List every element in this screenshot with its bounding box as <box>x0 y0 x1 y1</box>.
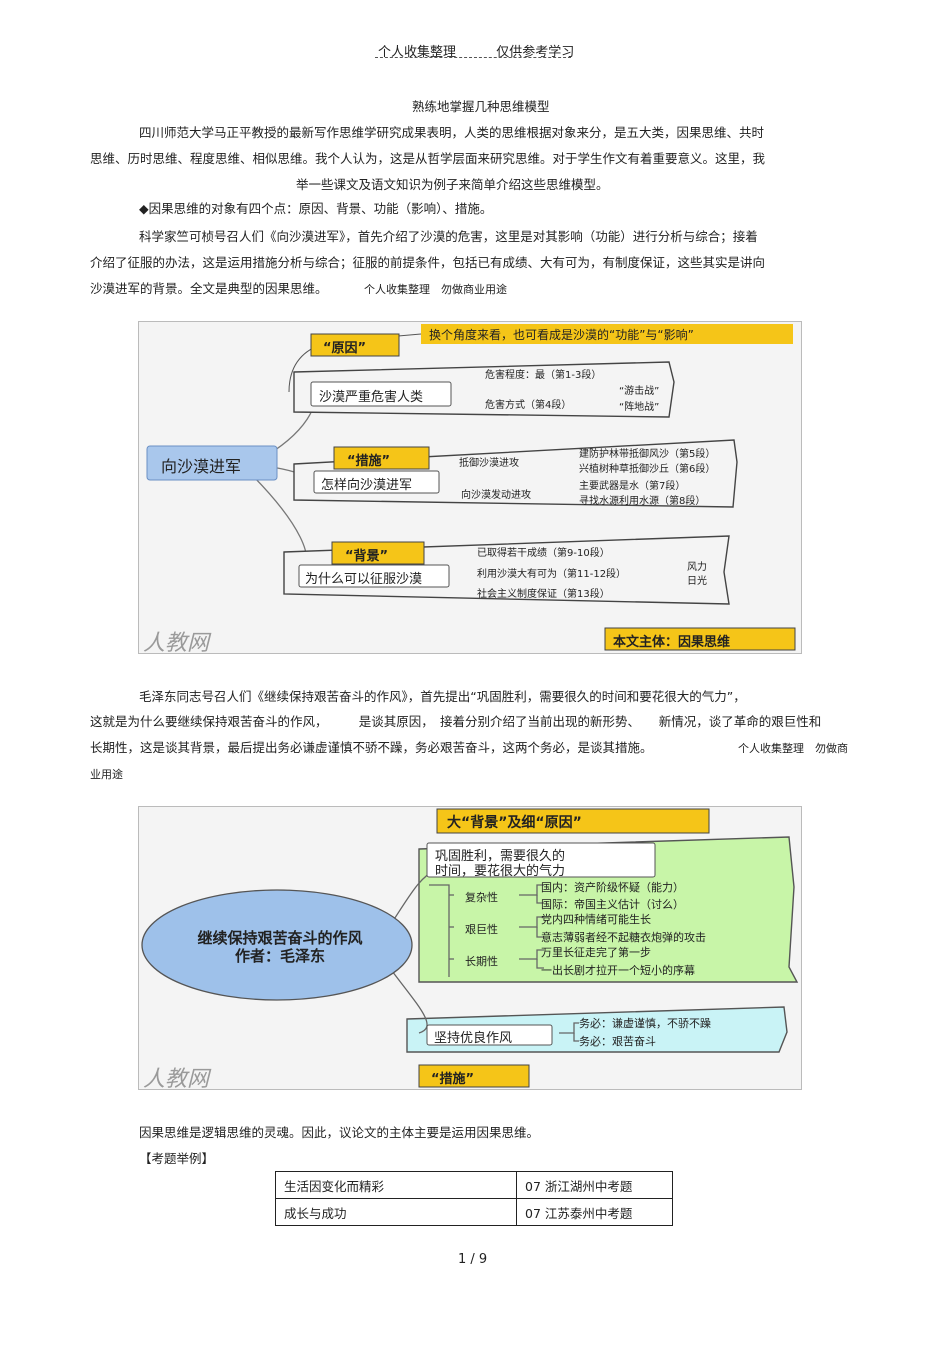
bullet-causal-objects: ◆因果思维的对象有四个点：原因、背景、功能（影响）、措施。 <box>139 201 493 216</box>
intro-line-3: 举一些课文及语文知识为例子来简单介绍这些思维模型。 <box>296 177 609 192</box>
para1-note: 个人收集整理 勿做商业用途 <box>364 283 507 296</box>
document-title: 熟练地掌握几种思维模型 <box>412 99 550 114</box>
fig1-attack: 向沙漠发动进攻 <box>461 490 531 501</box>
fig2-box1-line1: 巩固胜利，需要很久的 <box>435 849 566 864</box>
fig2-tag-measure: “措施” <box>431 1072 475 1087</box>
fig2-domestic: 国内：资产阶级怀疑（能力） <box>541 881 684 894</box>
fig1-tag-measure: “措施” <box>347 454 391 469</box>
para1-line-1: 科学家竺可桢号召人们《向沙漠进军》，首先介绍了沙漠的危害，这里是对其影响（功能）… <box>139 229 758 244</box>
fig1-harm-mode: 危害方式（第4段） <box>485 400 572 411</box>
para2-line-3: 长期性，这是谈其背景，最后提出务必谦虚谨慎不骄不躁，务必艰苦奋斗，这两个务必，是… <box>90 740 653 755</box>
examples-label: 【考题举例】 <box>139 1151 215 1166</box>
fig1-box-how: 怎样向沙漠进军 <box>321 478 413 493</box>
para1-line-3: 沙漠进军的背景。全文是典型的因果思维。 <box>90 281 328 296</box>
fig2-center-author: 作者：毛泽东 <box>234 947 325 965</box>
fig1-box-harm: 沙漠严重危害人类 <box>319 390 424 405</box>
intro-line-2: 思维、历时思维、程度思维、相似思维。我个人认为，这是从哲学层面来研究思维。对于学… <box>90 151 766 166</box>
fig1-guerrilla: “游击战” <box>619 386 660 397</box>
fig2-difficulty: 艰巨性 <box>465 923 498 936</box>
fig2-longterm: 长期性 <box>465 955 498 968</box>
header-divider <box>375 57 571 58</box>
fig1-resist-2: 兴植树种草抵御沙丘（第6段） <box>579 464 716 475</box>
fig2-watermark: 人教网 <box>143 1067 210 1092</box>
fig2-emotions: 党内四种情绪可能生长 <box>541 913 651 926</box>
para2-line-2: 这就是为什么要继续保持艰苦奋斗的作风， 是谈其原因， 接着分别介绍了当前出现的新… <box>90 714 822 729</box>
fig1-achievement: 已取得若干成绩（第9-10段） <box>477 548 610 559</box>
example-source: 07 江苏泰州中考题 <box>516 1198 673 1226</box>
mindmap-desert: 换个角度来看，也可看成是沙漠的“功能”与“影响” “原因” “措施” “背景” … <box>138 321 802 656</box>
fig1-center-node: 向沙漠进军 <box>161 457 242 476</box>
fig1-harm-degree: 危害程度：最（第1-3段） <box>485 370 602 381</box>
fig1-positional: “阵地战” <box>619 402 660 413</box>
fig1-system: 社会主义制度保证（第13段） <box>477 589 610 600</box>
conclusion: 因果思维是逻辑思维的灵魂。因此，议论文的主体主要是运用因果思维。 <box>139 1125 540 1140</box>
example-topic: 生活因变化而精彩 <box>275 1171 517 1199</box>
para2-note-cont: 业用途 <box>90 768 123 781</box>
fig2-must-2: 务必：艰苦奋斗 <box>579 1035 656 1048</box>
fig1-wind: 风力 <box>687 562 707 573</box>
fig1-attack-1: 主要武器是水（第7段） <box>579 481 686 492</box>
fig1-watermark: 人教网 <box>143 631 210 656</box>
fig2-international: 国际：帝国主义估计（讨么） <box>541 898 684 911</box>
table-row: 生活因变化而精彩 07 浙江湖州中考题 <box>275 1171 673 1199</box>
fig2-center-title: 继续保持艰苦奋斗的作风 <box>197 929 363 947</box>
para2-line-1: 毛泽东同志号召人们《继续保持艰苦奋斗的作风》，首先提出“巩固胜利，需要很久的时间… <box>139 689 746 704</box>
fig1-resist: 抵御沙漠进攻 <box>459 458 519 469</box>
fig2-long-march: 万里长征走完了第一步 <box>541 946 651 959</box>
fig2-prologue: 一出长剧才拉开一个短小的序幕 <box>541 964 695 977</box>
fig2-box-keep: 坚持优良作风 <box>434 1031 513 1046</box>
fig1-resist-1: 建防护林带抵御风沙（第5段） <box>579 449 716 460</box>
mindmap-hard-work: 大“背景”及细“原因” 巩固胜利，需要很久的 时间，要花很大的气力 复杂性 国内… <box>138 806 802 1092</box>
para1-line-2: 介绍了征服的办法，这是运用措施分析与综合；征服的前提条件，包括已有成绩、大有可为… <box>90 255 766 270</box>
examples-table: 生活因变化而精彩 07 浙江湖州中考题 成长与成功 07 江苏泰州中考题 <box>275 1171 673 1226</box>
page-number: 1 / 9 <box>458 1252 488 1267</box>
para2-note: 个人收集整理 勿做商 <box>738 742 848 755</box>
fig2-top-banner: 大“背景”及细“原因” <box>447 815 582 831</box>
fig1-box-why: 为什么可以征服沙漠 <box>305 572 423 587</box>
fig2-sugarcoated: 意志薄弱者经不起糖衣炮弹的攻击 <box>541 931 706 944</box>
fig1-promising: 利用沙漠大有可为（第11-12段） <box>477 569 627 580</box>
fig1-tag-background: “背景” <box>345 549 389 564</box>
fig1-sun: 日光 <box>687 576 707 587</box>
page-header: 个人收集整理 仅供参考学习 <box>378 41 574 60</box>
fig2-complexity: 复杂性 <box>465 891 498 904</box>
fig1-top-banner: 换个角度来看，也可看成是沙漠的“功能”与“影响” <box>429 328 694 342</box>
intro-line-1: 四川师范大学马正平教授的最新写作思维学研究成果表明，人类的思维根据对象来分，是五… <box>139 125 765 140</box>
fig1-tag-reason: “原因” <box>323 341 367 356</box>
fig1-attack-2: 寻找水源利用水源（第8段） <box>579 496 706 507</box>
table-row: 成长与成功 07 江苏泰州中考题 <box>275 1198 673 1226</box>
header-right: 仅供参考学习 <box>496 45 575 60</box>
example-topic: 成长与成功 <box>275 1198 517 1226</box>
fig2-must-1: 务必：谦虚谨慎，不骄不躁 <box>579 1017 711 1030</box>
fig2-box1-line2: 时间，要花很大的气力 <box>435 864 566 879</box>
fig1-subject: 本文主体：因果思维 <box>613 635 731 650</box>
header-left: 个人收集整理 <box>378 45 457 60</box>
example-source: 07 浙江湖州中考题 <box>516 1171 673 1199</box>
